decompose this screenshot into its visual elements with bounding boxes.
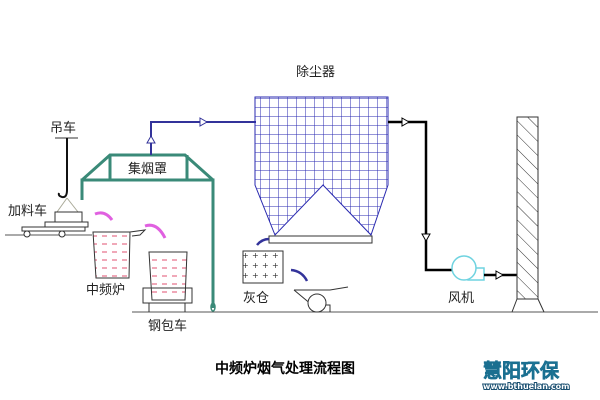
crane xyxy=(55,137,79,213)
flow-arrow-icon xyxy=(256,237,270,246)
dust-collector xyxy=(254,96,389,244)
fan xyxy=(451,255,485,281)
ladle-car-label: 钢包车 xyxy=(148,318,187,334)
outlet-pipe xyxy=(388,120,452,272)
wheelbarrow xyxy=(293,286,349,313)
furnace-label: 中频炉 xyxy=(86,283,125,298)
arrow-right-icon xyxy=(401,117,411,127)
fan-label: 风机 xyxy=(448,291,474,306)
smoke-hood xyxy=(80,153,216,312)
dust-collector-label: 除尘器 xyxy=(296,65,335,80)
logo-url: www.bthuelan.com xyxy=(483,382,570,391)
ladle-car xyxy=(142,251,193,312)
flow-arrow-icon xyxy=(290,268,309,282)
logo-name: 慧阳环保 xyxy=(483,359,560,382)
flow-arrow-icon xyxy=(144,223,167,239)
arrow-down-icon xyxy=(421,233,431,243)
arrow-right-icon xyxy=(495,270,505,280)
smoke-hood-label: 集烟罩 xyxy=(128,161,167,177)
furnace xyxy=(92,229,147,279)
arrow-up-icon xyxy=(146,134,156,144)
ash-bin-label: 灰仓 xyxy=(243,291,269,306)
chimney-stack xyxy=(511,116,545,313)
flow-arrow-icon xyxy=(94,211,114,221)
charging-car xyxy=(21,211,89,238)
hook-icon xyxy=(57,189,68,199)
charging-car-label: 加料车 xyxy=(8,203,47,219)
inlet-pipe xyxy=(150,121,256,155)
crane-label: 吊车 xyxy=(50,120,76,136)
arrow-right-icon xyxy=(199,117,209,127)
ash-bin xyxy=(242,250,284,284)
diagram-title: 中频炉烟气处理流程图 xyxy=(215,360,355,377)
